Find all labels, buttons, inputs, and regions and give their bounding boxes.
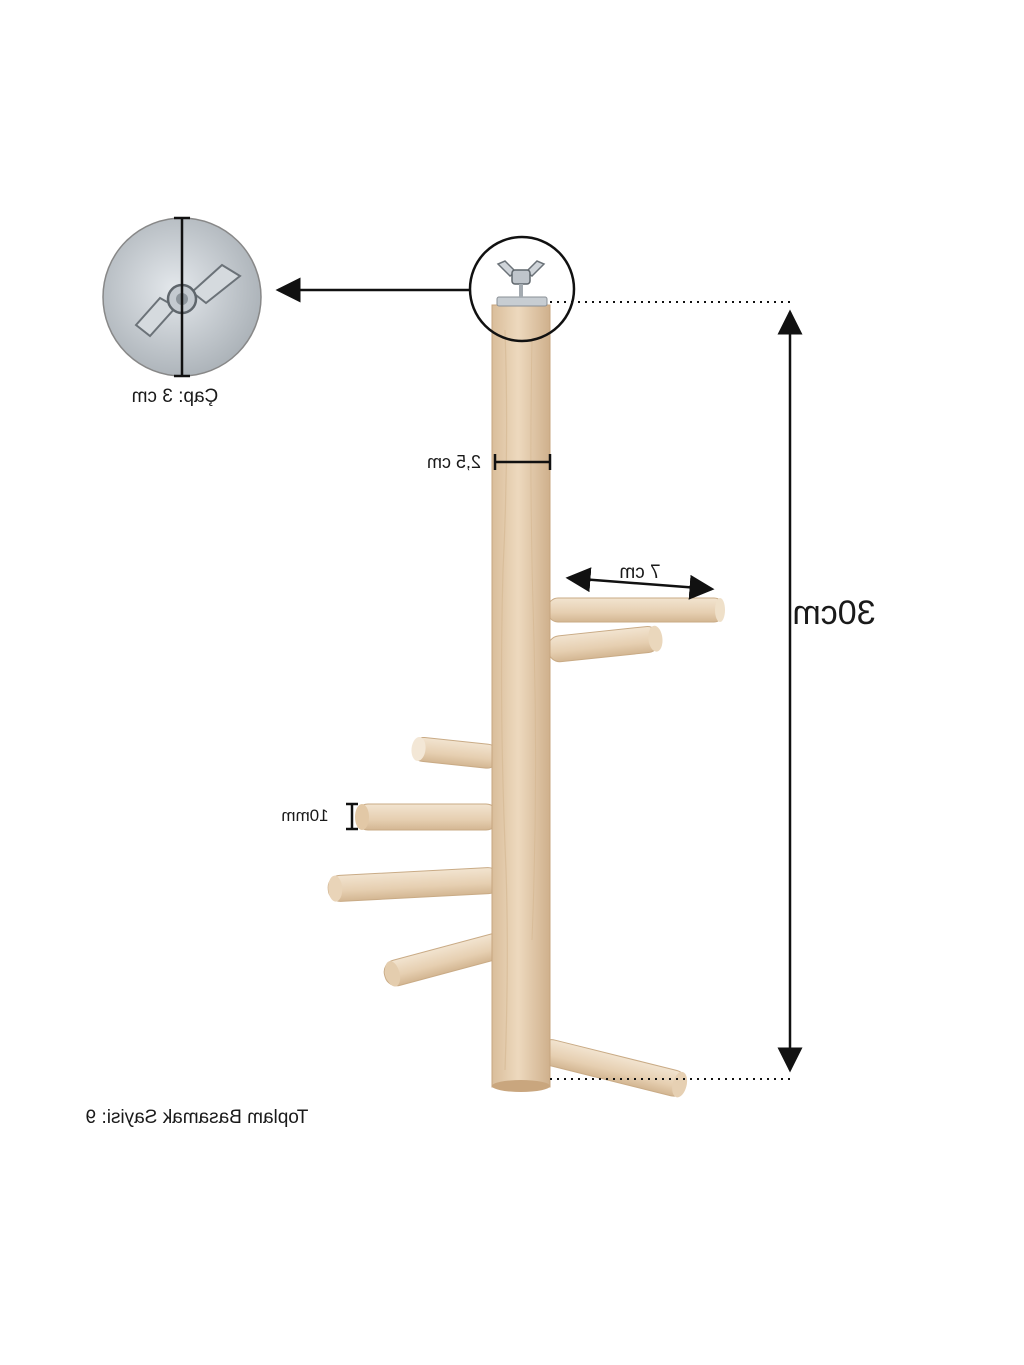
pole-width-label: 2,5 cm <box>427 452 481 472</box>
total-height-label: 30cm <box>792 594 875 632</box>
perch-8 <box>538 1039 688 1098</box>
total-height-dimension: 30cm <box>777 309 876 1073</box>
wing-nut-icon <box>496 260 546 297</box>
perch-5 <box>327 867 501 902</box>
perch-4 <box>355 803 499 831</box>
perch-2 <box>547 625 663 663</box>
main-pole <box>491 296 551 1092</box>
perch-thickness-dimension: 10mm <box>281 802 358 831</box>
cap-diameter-label: Çap: 3 cm <box>132 386 219 407</box>
metal-washer <box>496 296 548 307</box>
perch-3 <box>411 736 499 769</box>
zoomed-cap-detail: Çap: 3 cm <box>102 216 262 407</box>
perch-1 <box>547 597 725 623</box>
perches <box>327 597 725 1098</box>
perch-length-dimension: 7 cm <box>565 562 715 600</box>
total-steps-caption: Toplam Basamak Sayisi: 9 <box>86 1107 309 1128</box>
magnifier-circle-icon <box>468 235 576 343</box>
perch-thickness-label: 10mm <box>281 806 328 825</box>
perch-6 <box>383 929 522 987</box>
perch-length-label: 7 cm <box>619 562 660 583</box>
pole-width-dimension: 2,5 cm <box>427 452 552 472</box>
